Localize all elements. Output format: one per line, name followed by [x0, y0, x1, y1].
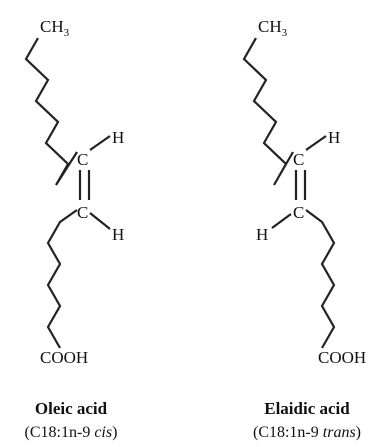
elaidic-acid-structure: CH3 C H C H COOH Elaidic acid (C18:1n-9 … — [242, 17, 366, 441]
elaidic-upper-h-bond — [305, 135, 327, 151]
elaidic-upper-h: H — [328, 128, 340, 147]
oleic-carboxyl-label: COOH — [40, 348, 88, 367]
oleic-lower-carbon: C — [77, 203, 88, 222]
elaidic-methyl-label: CH3 — [258, 17, 288, 39]
oleic-acid-structure: CH3 C H C H COOH Oleic acid (C18:1n-9 ci… — [25, 17, 125, 441]
elaidic-lower-h-bond — [271, 213, 292, 229]
oleic-upper-chain — [24, 37, 78, 186]
oleic-upper-carbon: C — [77, 150, 88, 169]
elaidic-lower-carbon: C — [293, 203, 304, 222]
oleic-upper-h: H — [112, 128, 124, 147]
elaidic-upper-chain — [242, 37, 294, 186]
oleic-upper-h-bond — [89, 135, 111, 151]
oleic-methyl-label: CH3 — [40, 17, 70, 39]
elaidic-name: Elaidic acid — [264, 399, 350, 418]
oleic-lower-h-bond — [89, 212, 111, 230]
oleic-lower-chain — [46, 209, 78, 349]
elaidic-lower-h: H — [256, 225, 268, 244]
oleic-name: Oleic acid — [35, 399, 108, 418]
elaidic-formula: (C18:1n-9 trans) — [253, 424, 361, 441]
oleic-formula: (C18:1n-9 cis) — [25, 424, 118, 441]
elaidic-carboxyl-label: COOH — [318, 348, 366, 367]
oleic-lower-h: H — [112, 225, 124, 244]
elaidic-upper-carbon: C — [293, 150, 304, 169]
elaidic-lower-chain — [305, 209, 336, 349]
